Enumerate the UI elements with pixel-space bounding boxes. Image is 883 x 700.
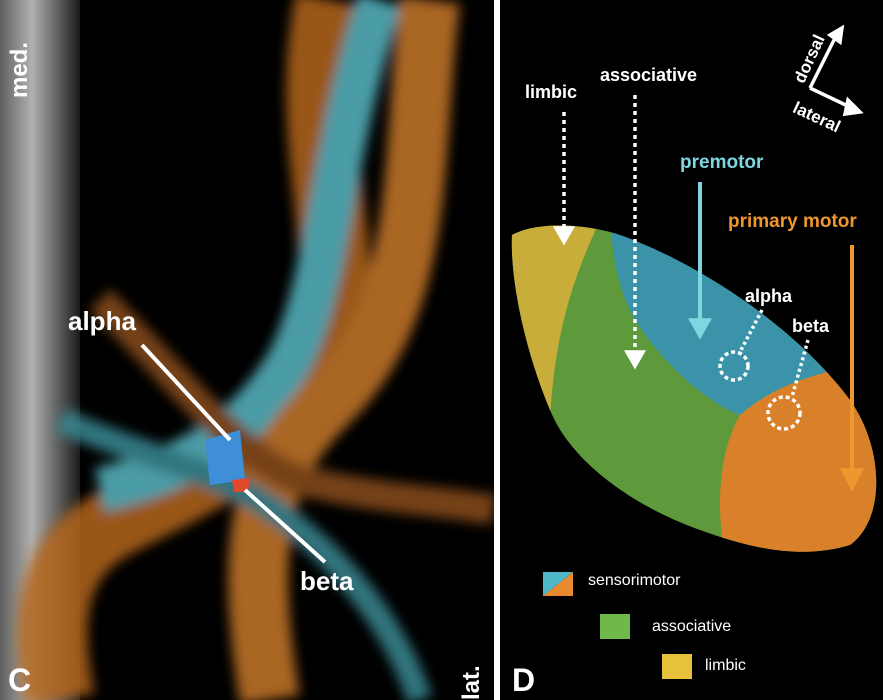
alpha-label: alpha bbox=[68, 306, 136, 336]
panel-letter-d: D bbox=[512, 662, 536, 698]
legend-swatches bbox=[543, 572, 692, 679]
lateral-label: lat. bbox=[458, 665, 485, 700]
beta-pointer-line bbox=[243, 488, 327, 564]
premotor-label: premotor bbox=[680, 152, 764, 173]
beta-region bbox=[232, 478, 250, 492]
legend-associative: associative bbox=[652, 618, 732, 635]
associative-arrow-label: associative bbox=[600, 65, 698, 85]
orientation-compass bbox=[808, 24, 864, 117]
alpha-target-circle bbox=[718, 350, 750, 382]
primary-motor-label: primary motor bbox=[728, 211, 857, 232]
limbic-arrow-label: limbic bbox=[525, 82, 578, 102]
panel-divider bbox=[494, 0, 500, 700]
alpha-region bbox=[205, 430, 245, 485]
beta-label: beta bbox=[792, 316, 830, 336]
beta-target-circle bbox=[766, 395, 802, 431]
fiber-tracts-image bbox=[0, 0, 494, 700]
panel-d-schematic: limbic associative premotor primary moto… bbox=[500, 0, 883, 700]
beta-label: beta bbox=[300, 566, 354, 596]
alpha-label: alpha bbox=[745, 286, 793, 306]
legend-sensorimotor: sensorimotor bbox=[588, 572, 681, 589]
panel-c-tractography: med. alpha beta C lat. bbox=[0, 0, 494, 700]
panel-letter-c: C bbox=[8, 662, 32, 698]
legend-limbic: limbic bbox=[705, 657, 746, 674]
primary-motor-region bbox=[720, 360, 877, 552]
medial-label: med. bbox=[6, 41, 33, 98]
subthalamic-nucleus-diagram bbox=[511, 24, 877, 679]
alpha-pointer-line bbox=[140, 343, 232, 442]
